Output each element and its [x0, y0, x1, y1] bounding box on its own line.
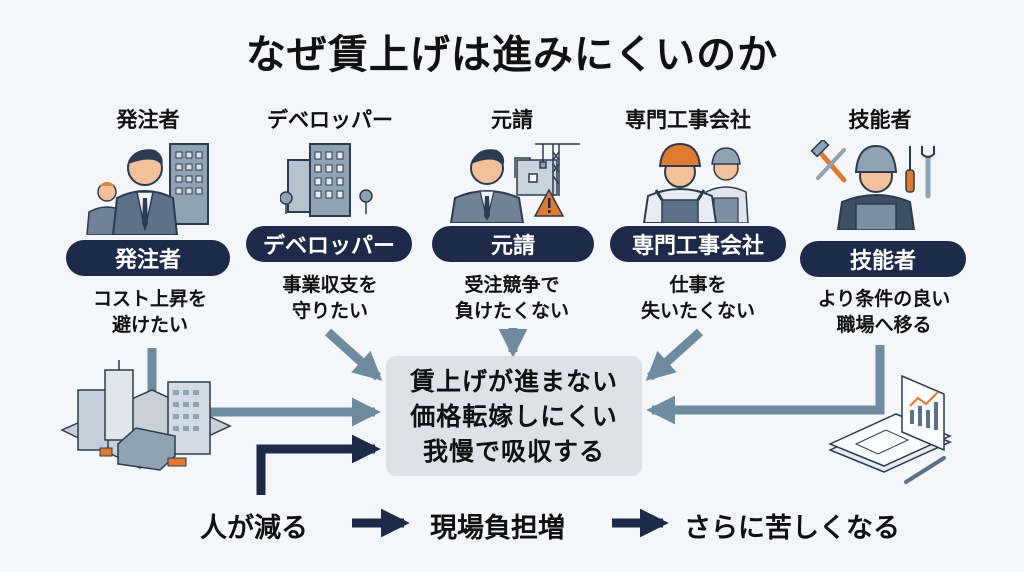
center-line-price-pass-through: 価格転嫁しにくい — [410, 401, 618, 431]
actor-header-general-contractor: 元請 — [491, 108, 533, 132]
hammer-icon — [810, 140, 847, 183]
screwdriver-icon — [905, 146, 915, 193]
flow-step-fewer-people: 人が減る — [200, 513, 308, 544]
desc-skilled-worker-line1: より条件の良い — [817, 288, 951, 310]
contractor-with-crane-warning-icon — [449, 143, 580, 223]
arrow-subcontractor-to-center — [645, 328, 704, 381]
desc-skilled-worker: より条件の良い 職場へ移る — [794, 286, 974, 338]
desc-client: コスト上昇を 避けたい — [60, 286, 240, 338]
page-title: なぜ賃上げは進みにくいのか — [245, 32, 779, 78]
craftsman-with-tools-icon — [810, 140, 935, 230]
blueprint-chart-icon — [828, 374, 952, 484]
flow-step-site-burden: 現場負担増 — [430, 513, 565, 544]
city-construction-site-icon — [60, 360, 232, 471]
desc-subcontractor-line2: 失いたくない — [640, 300, 755, 322]
desc-client-line1: コスト上昇を — [92, 288, 207, 310]
wrench-icon — [921, 146, 935, 199]
actor-header-developer: デベロッパー — [267, 108, 393, 132]
badge-subcontractor: 専門工事会社 — [610, 226, 786, 262]
desc-general-contractor-line1: 受注競争で — [464, 274, 560, 296]
businessmen-with-building-icon — [86, 143, 209, 235]
workers-with-helmets-icon — [642, 142, 749, 223]
desc-developer-line2: 守りたい — [291, 300, 368, 322]
desc-subcontractor: 仕事を 失いたくない — [608, 272, 788, 324]
desc-general-contractor: 受注競争で 負けたくない — [422, 272, 602, 324]
actor-header-skilled-worker: 技能者 — [848, 108, 912, 132]
desc-developer: 事業収支を 守りたい — [240, 272, 420, 324]
desc-client-line2: 避けたい — [111, 314, 188, 336]
badge-client: 発注者 — [66, 240, 230, 276]
arrow-feedback-loop — [256, 434, 381, 495]
center-line-wage-stall: 賃上げが進まない — [409, 366, 618, 396]
badge-general-contractor: 元請 — [432, 226, 594, 262]
badge-developer: デベロッパー — [246, 226, 412, 262]
arrow-developer-to-center — [324, 328, 383, 381]
actor-header-client: 発注者 — [116, 108, 180, 132]
desc-developer-line1: 事業収支を — [282, 274, 378, 296]
office-buildings-icon — [280, 143, 373, 217]
desc-skilled-worker-line2: 職場へ移る — [836, 314, 932, 336]
flow-step-worse: さらに苦しくなる — [684, 513, 900, 544]
center-line-absorb: 我慢で吸収する — [422, 436, 605, 466]
desc-subcontractor-line1: 仕事を — [669, 274, 727, 296]
desc-general-contractor-line2: 負けたくない — [454, 300, 569, 322]
actor-header-subcontractor: 専門工事会社 — [625, 108, 751, 132]
badge-skilled-worker: 技能者 — [800, 241, 966, 277]
center-outcome-box: 賃上げが進まない 価格転嫁しにくい 我慢で吸収する — [386, 356, 642, 476]
arrow-skilled-worker-to-center — [646, 345, 885, 425]
